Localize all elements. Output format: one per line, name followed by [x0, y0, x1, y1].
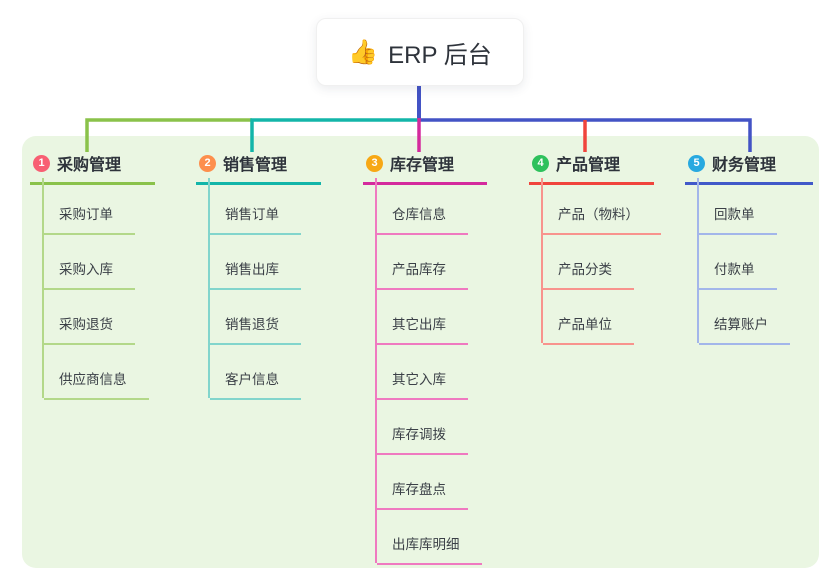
branch-number-badge: 2: [199, 154, 216, 172]
branch-item[interactable]: 销售出库: [210, 233, 301, 290]
branch-title: 库存管理: [390, 157, 455, 174]
branch-header-1[interactable]: 1 采购管理: [30, 148, 155, 185]
branch-item[interactable]: 出库库明细: [377, 508, 482, 565]
branch-item-column: 回款单付款单结算账户: [697, 178, 790, 345]
branch-number-badge: 1: [33, 154, 50, 172]
branch-item-column: 销售订单销售出库销售退货客户信息: [208, 178, 301, 400]
branch-item[interactable]: 库存调拨: [377, 398, 482, 455]
branch-title: 产品管理: [556, 157, 621, 174]
branch-item-label: 库存盘点: [377, 478, 468, 510]
branch-header-4[interactable]: 4 产品管理: [529, 148, 654, 185]
branch-header-3[interactable]: 3 库存管理: [363, 148, 487, 185]
branch-item-label: 销售订单: [210, 203, 301, 235]
branch-item-column: 产品（物料） 产品分类产品单位: [541, 178, 661, 345]
branch-item[interactable]: 产品分类: [543, 233, 661, 290]
branch-item-label: 采购订单: [44, 203, 135, 235]
branch-item-label: 其它出库: [377, 313, 468, 345]
branch-item-label: 产品（物料）: [543, 203, 661, 235]
branch-number-badge: 4: [532, 154, 549, 172]
branch-item[interactable]: 销售退货: [210, 288, 301, 345]
root-node[interactable]: 👍 ERP 后台: [316, 18, 524, 86]
branch-item[interactable]: 产品库存: [377, 233, 482, 290]
branch-item[interactable]: 采购入库: [44, 233, 149, 290]
branch-item-label: 库存调拨: [377, 423, 468, 455]
branch-item-label: 产品分类: [543, 258, 634, 290]
branches-panel: [22, 136, 819, 568]
branch-item-label: 采购退货: [44, 313, 135, 345]
branch-item-label: 回款单: [699, 203, 777, 235]
branch-item[interactable]: 供应商信息: [44, 343, 149, 400]
branch-item-label: 出库库明细: [377, 533, 482, 565]
branch-item-label: 销售退货: [210, 313, 301, 345]
branch-item[interactable]: 付款单: [699, 233, 790, 290]
branch-item-column: 采购订单采购入库采购退货供应商信息: [42, 178, 149, 400]
branch-item[interactable]: 采购退货: [44, 288, 149, 345]
branch-item-column: 仓库信息产品库存其它出库其它入库库存调拨库存盘点出库库明细: [375, 178, 482, 565]
branch-item-label: 结算账户: [699, 313, 790, 345]
branch-item[interactable]: 产品（物料）: [543, 178, 661, 235]
root-title: ERP 后台: [388, 41, 492, 69]
branch-item-label: 采购入库: [44, 258, 135, 290]
branch-item-label: 仓库信息: [377, 203, 468, 235]
branch-item[interactable]: 其它出库: [377, 288, 482, 345]
branch-item-label: 其它入库: [377, 368, 468, 400]
branch-title: 采购管理: [57, 157, 122, 174]
branch-item[interactable]: 客户信息: [210, 343, 301, 400]
branch-title: 销售管理: [223, 157, 288, 174]
branch-item[interactable]: 产品单位: [543, 288, 661, 345]
branch-item[interactable]: 结算账户: [699, 288, 790, 345]
branch-item-label: 产品库存: [377, 258, 468, 290]
branch-item-label: 供应商信息: [44, 368, 149, 400]
branch-item[interactable]: 其它入库: [377, 343, 482, 400]
branch-item-label: 付款单: [699, 258, 777, 290]
branch-item-label: 客户信息: [210, 368, 301, 400]
branch-item[interactable]: 库存盘点: [377, 453, 482, 510]
branch-header-5[interactable]: 5 财务管理: [685, 148, 813, 185]
branch-number-badge: 5: [688, 154, 705, 172]
branch-item[interactable]: 回款单: [699, 178, 790, 235]
branch-number-badge: 3: [366, 154, 383, 172]
thumbs-up-icon: 👍: [348, 38, 379, 66]
branch-item-label: 产品单位: [543, 313, 634, 345]
branch-item[interactable]: 仓库信息: [377, 178, 482, 235]
branch-item-label: 销售出库: [210, 258, 301, 290]
branch-item[interactable]: 采购订单: [44, 178, 149, 235]
branch-item[interactable]: 销售订单: [210, 178, 301, 235]
branch-header-2[interactable]: 2 销售管理: [196, 148, 321, 185]
branch-title: 财务管理: [712, 157, 777, 174]
